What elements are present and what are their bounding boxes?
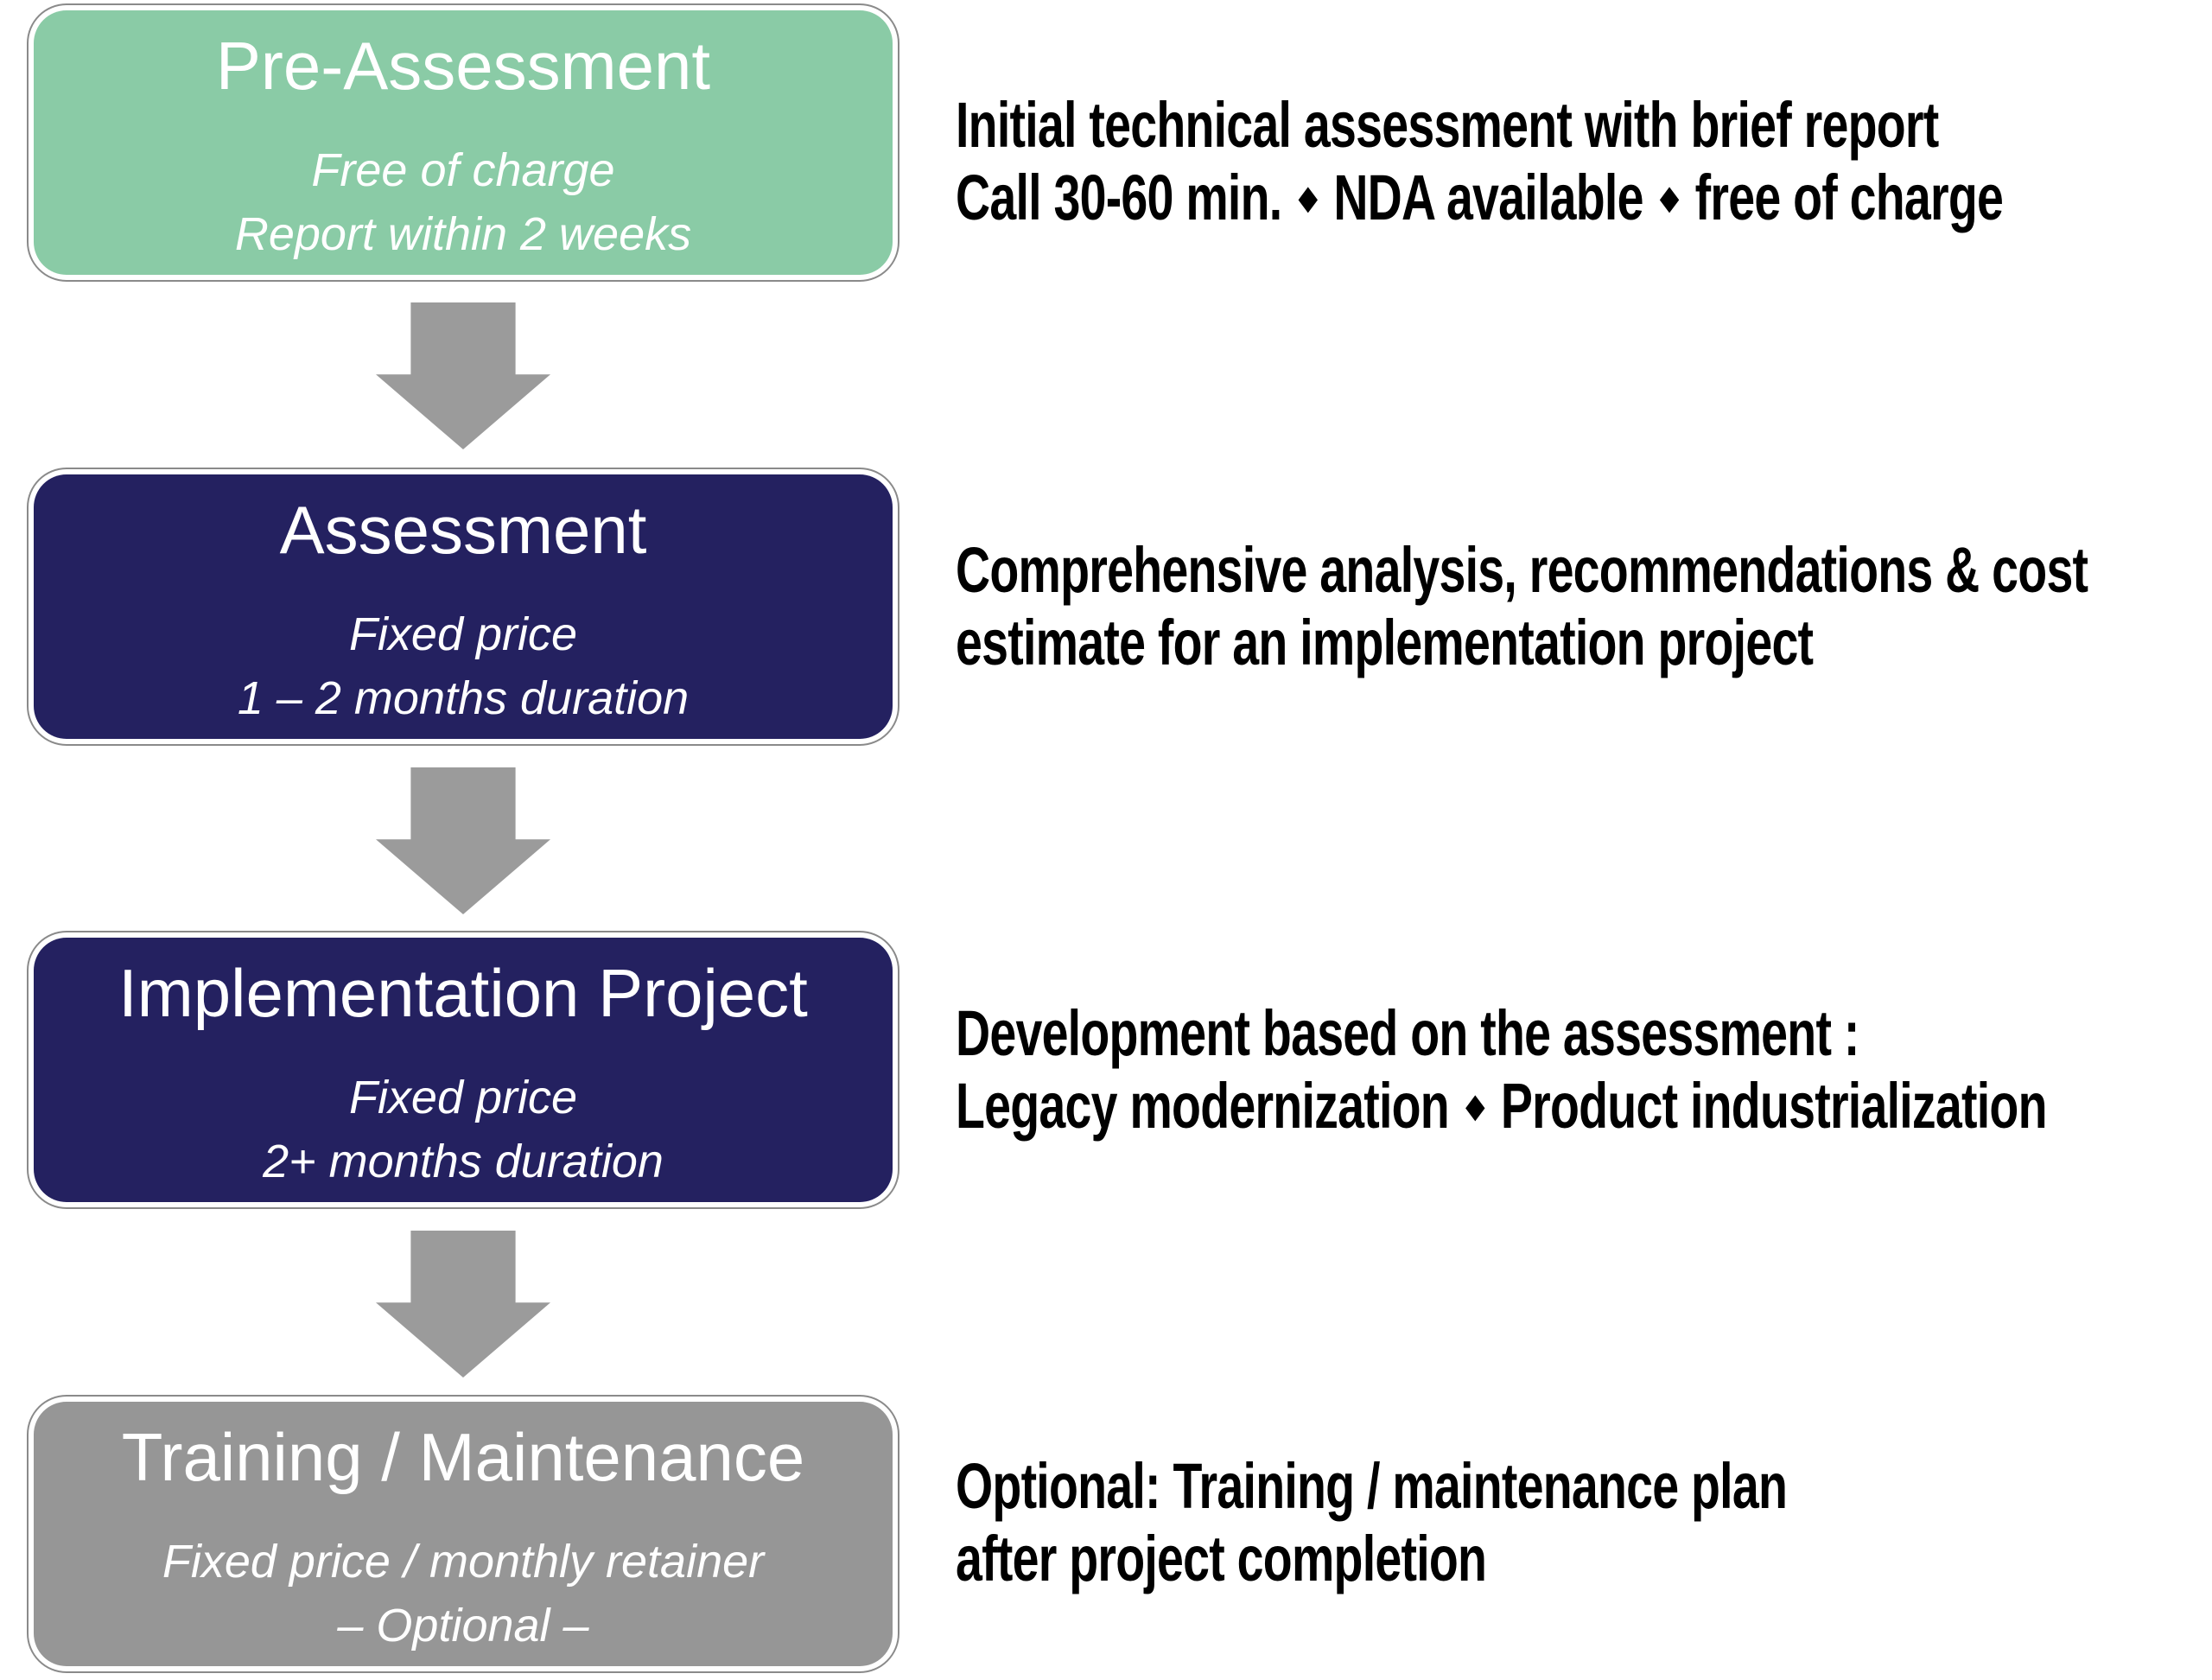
- description-line: Comprehensive analysis, recommendations …: [956, 534, 2088, 606]
- step-box-assessment: Assessment Fixed price 1 – 2 months dura…: [34, 474, 893, 739]
- description-line: Legacy modernization ◆ Product industria…: [956, 1070, 2047, 1142]
- description-line: after project completion: [956, 1523, 1487, 1594]
- step-subtitle: Fixed price: [348, 1072, 578, 1123]
- diamond-bullet-icon: ◆: [1660, 180, 1678, 216]
- step-title: Assessment: [279, 492, 647, 568]
- description-line: Call 30-60 min. ◆ NDA available ◆ free o…: [956, 162, 2004, 233]
- diamond-bullet-icon: ◆: [1299, 180, 1317, 216]
- step-subtitle: Free of charge: [311, 144, 615, 196]
- step-description-implementation-project: Development based on the assessment : Le…: [956, 997, 2212, 1142]
- description-line: Development based on the assessment :: [956, 997, 1859, 1069]
- step-title: Implementation Project: [118, 955, 808, 1031]
- step-box-implementation-project: Implementation Project Fixed price 2+ mo…: [34, 938, 893, 1202]
- down-arrow-icon: [376, 1231, 550, 1378]
- step-description-assessment: Comprehensive analysis, recommendations …: [956, 534, 2212, 679]
- step-box-pre-assessment: Pre-Assessment Free of charge Report wit…: [34, 10, 893, 275]
- step-box-training-maintenance: Training / Maintenance Fixed price / mon…: [34, 1402, 893, 1666]
- down-arrow-icon: [376, 302, 550, 449]
- step-subtitle: Fixed price / monthly retainer: [162, 1536, 765, 1588]
- description-line: estimate for an implementation project: [956, 607, 1814, 678]
- step-description-training-maintenance: Optional: Training / maintenance plan af…: [956, 1450, 2064, 1595]
- step-subtitle: Fixed price: [348, 608, 578, 660]
- step-title: Pre-Assessment: [215, 28, 711, 104]
- step-title: Training / Maintenance: [121, 1419, 805, 1495]
- description-line: Optional: Training / maintenance plan: [956, 1450, 1788, 1522]
- step-description-pre-assessment: Initial technical assessment with brief …: [956, 89, 2212, 234]
- down-arrow-icon: [376, 767, 550, 914]
- step-subtitle: Report within 2 weeks: [234, 208, 692, 260]
- description-line: Initial technical assessment with brief …: [956, 89, 1939, 161]
- diamond-bullet-icon: ◆: [1465, 1088, 1484, 1124]
- step-subtitle: 1 – 2 months duration: [237, 672, 690, 724]
- step-subtitle: – Optional –: [337, 1600, 589, 1651]
- step-subtitle: 2+ months duration: [263, 1136, 664, 1187]
